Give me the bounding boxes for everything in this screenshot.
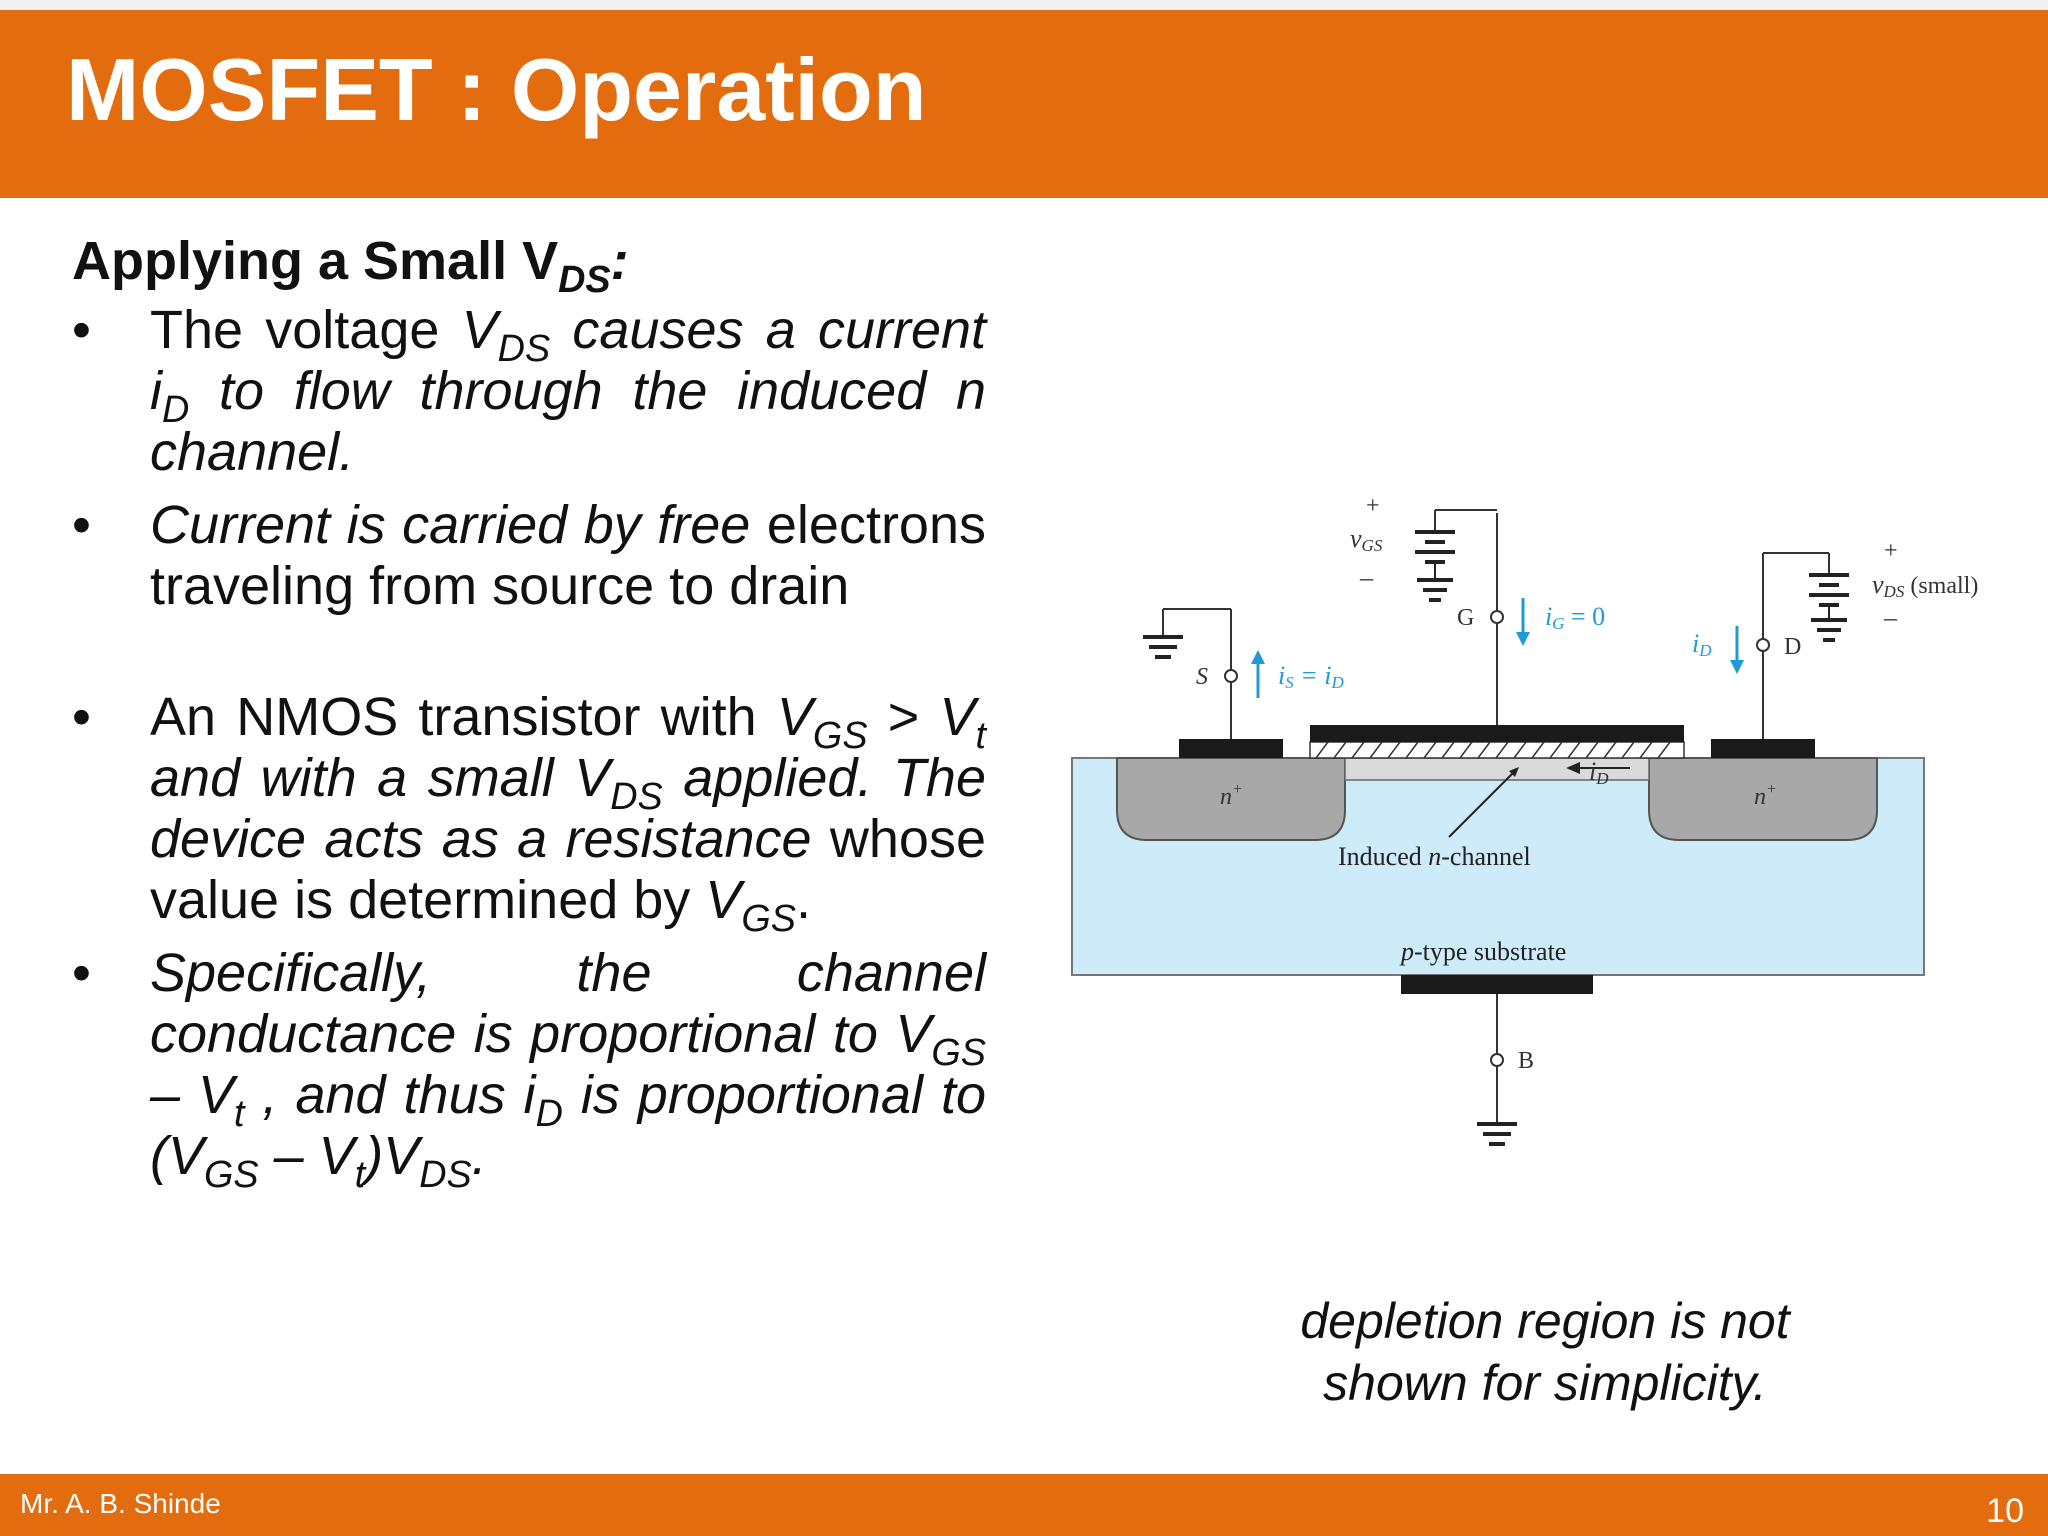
figure-caption: depletion region is not shown for simpli…: [1300, 1293, 1790, 1411]
source-ground-icon: [1143, 635, 1183, 659]
vds-battery-icon: [1809, 573, 1849, 642]
source-metal: [1179, 739, 1283, 758]
bullet-item: •The voltage VDS causes a current iD to …: [72, 300, 987, 482]
bullet-item: •Current is carried by free electrons tr…: [72, 495, 986, 616]
ig-label: iG = 0: [1545, 602, 1605, 633]
source-n-region: [1116, 757, 1346, 841]
bullet-item: •Specifically, the channel conductance i…: [72, 943, 986, 1197]
body-metal: [1401, 975, 1593, 994]
channel-id-label: iD: [1589, 757, 1609, 788]
drain-terminal: [1756, 638, 1770, 652]
drain-metal: [1711, 739, 1815, 758]
footer-bar: Mr. A. B. Shinde 10: [0, 1474, 2048, 1536]
vgs-label: vGS: [1350, 524, 1383, 555]
bullet-list: •The voltage VDS causes a current iD to …: [72, 300, 987, 1197]
source-terminal: [1224, 669, 1238, 683]
vds-label: vDS (small): [1872, 570, 1978, 601]
body-label: B: [1518, 1048, 1534, 1074]
drain-n-plus-label: n+: [1754, 781, 1777, 810]
footer-author: Mr. A. B. Shinde: [20, 1488, 221, 1519]
vds-plus-label: +: [1884, 538, 1898, 564]
page-number: 10: [1986, 1492, 2024, 1530]
is-label: iS = iD: [1278, 661, 1345, 692]
gate-metal: [1310, 725, 1684, 742]
vgs-plus-label: +: [1366, 493, 1380, 519]
id-label: iD: [1692, 629, 1712, 660]
induced-channel-label: Induced n-channel: [1338, 842, 1531, 871]
gate-label: G: [1457, 605, 1474, 631]
induced-channel-pointer-icon: [1448, 767, 1519, 838]
slide-title: MOSFET : Operation: [66, 40, 927, 139]
section-heading: Applying a Small VDS:: [72, 231, 629, 302]
bullet-item: •An NMOS transistor with VGS > Vt and wi…: [72, 687, 987, 941]
bullet-dot: •: [72, 300, 91, 360]
substrate-label: p-type substrate: [1399, 937, 1566, 966]
source-n-plus-label: n+: [1220, 781, 1243, 810]
top-edge-line: [0, 0, 2048, 10]
channel-current-arrow-icon: [1566, 762, 1630, 774]
oxide-hatching: [1315, 741, 1671, 759]
drain-n-region: [1648, 757, 1878, 841]
bullet-dot: •: [72, 943, 91, 1003]
vgs-minus-label: –: [1359, 563, 1374, 592]
title-bar: [0, 0, 2048, 198]
is-arrow-icon: [1251, 650, 1265, 698]
gate-terminal: [1490, 610, 1504, 624]
mosfet-diagram: + vGS – G iG = 0 S iS = iD iD D + vDS (s…: [1071, 493, 1978, 1146]
body-ground-icon: [1477, 1122, 1517, 1146]
bullet-dot: •: [72, 687, 91, 747]
vds-minus-label: –: [1883, 603, 1898, 632]
id-arrow-icon: [1730, 626, 1744, 674]
ig-arrow-icon: [1516, 598, 1530, 646]
body-terminal: [1490, 1053, 1504, 1067]
bullet-dot: •: [72, 495, 91, 555]
drain-label: D: [1784, 634, 1801, 660]
vgs-battery-icon: [1415, 530, 1455, 602]
source-label: S: [1196, 664, 1208, 690]
